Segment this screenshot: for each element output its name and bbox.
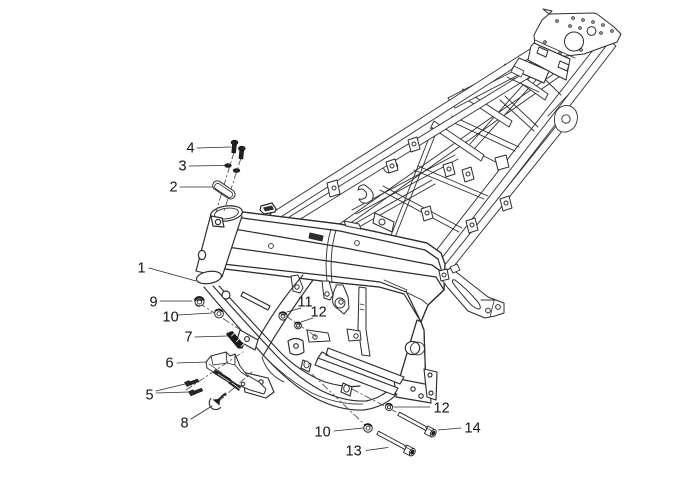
svg-text:12: 12: [434, 401, 450, 417]
svg-text:5: 5: [146, 388, 154, 404]
svg-text:14: 14: [465, 421, 481, 437]
svg-text:6: 6: [166, 356, 174, 372]
svg-text:3: 3: [179, 159, 187, 175]
svg-text:1: 1: [138, 261, 146, 277]
svg-text:7: 7: [185, 330, 193, 346]
svg-text:2: 2: [170, 180, 178, 196]
svg-text:10: 10: [163, 310, 179, 326]
svg-text:12: 12: [311, 305, 327, 321]
svg-text:4: 4: [187, 141, 195, 157]
svg-text:13: 13: [346, 444, 362, 460]
svg-text:8: 8: [181, 416, 189, 432]
svg-text:9: 9: [150, 295, 158, 311]
svg-text:11: 11: [298, 295, 313, 311]
svg-text:10: 10: [315, 425, 331, 441]
